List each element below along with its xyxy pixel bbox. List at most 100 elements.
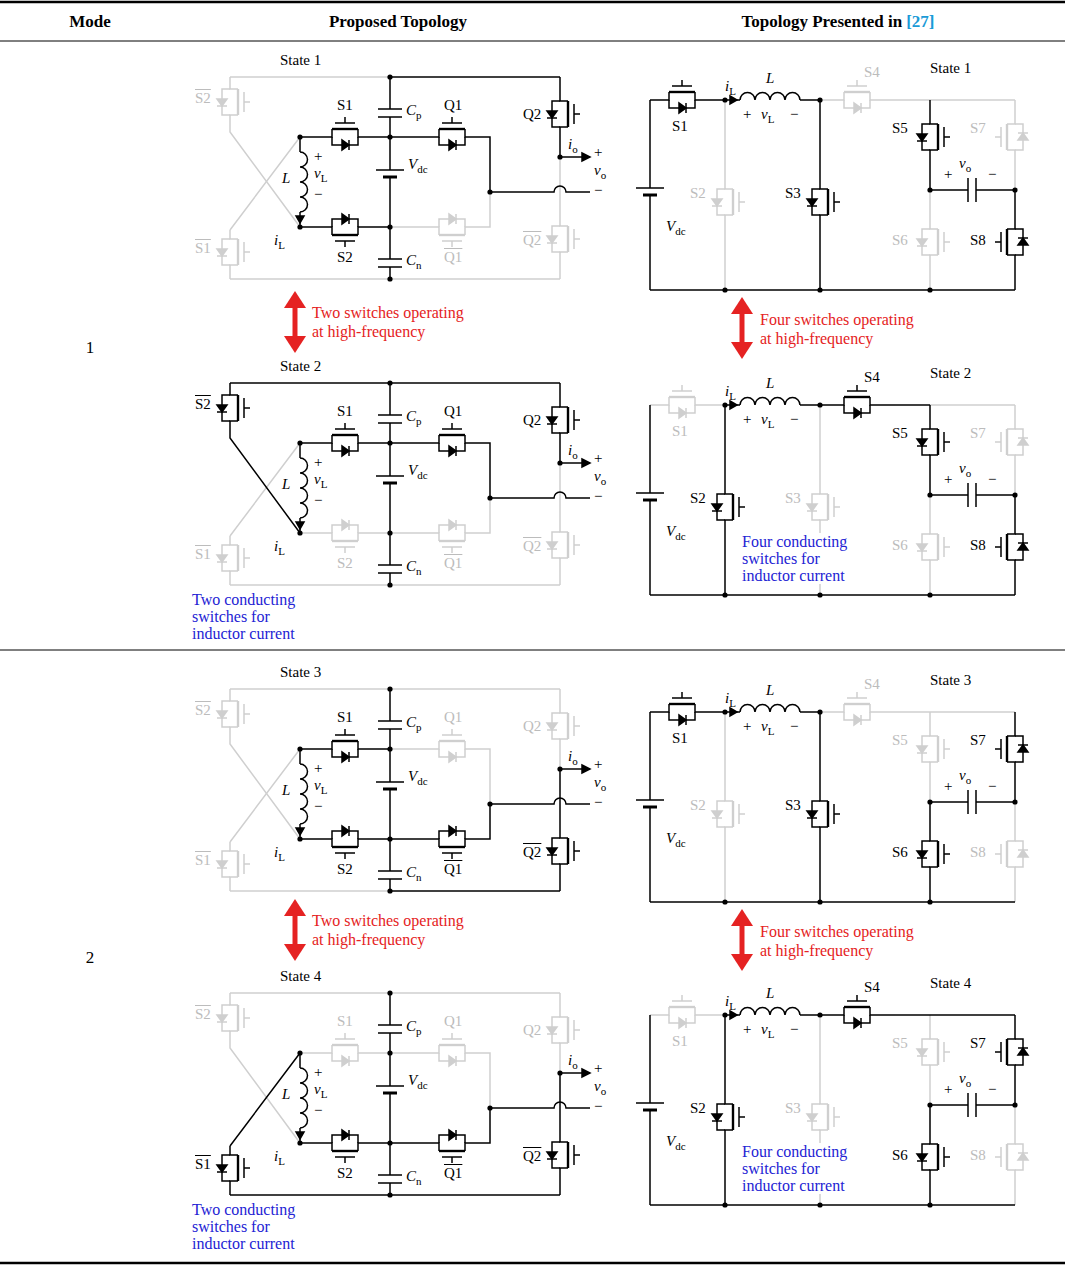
switch-label: Q2 [523, 1022, 541, 1039]
switch-label: S8 [970, 537, 986, 554]
conduction-note: Four conducting switches for inductor cu… [742, 1143, 854, 1194]
circuit-part [731, 297, 753, 314]
switch-label: S2 [337, 1165, 353, 1182]
symbol-subscript: dc [675, 225, 685, 237]
circuit-part [378, 839, 402, 891]
switch-label: Q2 [523, 538, 541, 555]
circuit-part [217, 443, 300, 585]
symbol-letter: i [274, 538, 278, 554]
symbol-label: vo [959, 460, 971, 478]
symbol-subscript: n [416, 259, 422, 271]
reference-state-circuit [636, 385, 1028, 598]
symbol-subscript: o [966, 467, 972, 479]
symbol-label: iL [274, 844, 285, 862]
circuit-part [725, 93, 820, 105]
switch-label: Q1 [444, 249, 462, 266]
circuit-part [740, 924, 745, 956]
switch-label: S1 [672, 423, 688, 440]
symbol-letter: v [959, 460, 966, 476]
polarity-sign: − [314, 1102, 322, 1119]
symbol-subscript: p [416, 415, 422, 427]
switch-label: S5 [892, 120, 908, 137]
circuit-part [230, 278, 390, 280]
proposed-state-circuit [217, 686, 590, 893]
symbol-subscript: o [966, 1077, 972, 1089]
switch-label: S2 [690, 185, 706, 202]
symbol-letter: i [725, 993, 729, 1009]
transition-note: Four switches operating at high-frequenc… [760, 922, 922, 960]
circuit-part [390, 192, 490, 247]
symbol-label: vL [761, 411, 774, 429]
circuit-part [378, 533, 402, 585]
circuit-part [547, 689, 580, 769]
symbol-subscript: p [416, 109, 422, 121]
circuit-part [230, 1194, 390, 1196]
symbol-label: vo [594, 1078, 606, 1096]
circuit-part [650, 80, 725, 113]
symbol-subscript: L [321, 784, 328, 796]
symbol-letter: C [406, 714, 416, 730]
reference-state-circuit [636, 692, 1028, 905]
circuit-part [390, 423, 490, 498]
symbol-label: Vdc [408, 156, 428, 174]
circuit-part [296, 1053, 308, 1143]
symbol-subscript: p [416, 721, 422, 733]
table-header: Topology Presented in [742, 12, 903, 32]
circuit-part [217, 689, 300, 839]
switch-label: S4 [864, 676, 880, 693]
circuit-part [820, 901, 1015, 903]
circuit-part [807, 712, 840, 902]
switch-label: S8 [970, 844, 986, 861]
inductor-label: L [282, 1086, 290, 1103]
inductor-label: L [282, 170, 290, 187]
circuit-part [995, 190, 1028, 290]
circuit-part [820, 385, 895, 418]
symbol-letter: v [594, 162, 601, 178]
circuit-part [725, 705, 820, 717]
circuit-part [820, 995, 895, 1028]
proposed-state-circuit [217, 990, 590, 1197]
polarity-sign: + [314, 148, 322, 165]
symbol-letter: V [408, 156, 417, 172]
symbol-subscript: dc [417, 1079, 427, 1091]
symbol-subscript: o [572, 1059, 578, 1071]
circuit-part [722, 97, 1017, 292]
switch-label: S2 [195, 90, 211, 107]
polarity-sign: − [314, 492, 322, 509]
symbol-letter: v [761, 411, 768, 427]
circuit-part [636, 100, 664, 290]
polarity-sign: + [743, 411, 751, 428]
circuit-part [490, 186, 590, 192]
switch-label: Q2 [523, 232, 541, 249]
symbol-subscript: o [966, 162, 972, 174]
switch-label: S2 [337, 555, 353, 572]
state-title: State 3 [930, 672, 971, 689]
symbol-label: vL [761, 106, 774, 124]
circuit-part [820, 594, 1015, 596]
switch-label: S4 [864, 64, 880, 81]
circuit-part [650, 289, 820, 291]
circuit-part [895, 711, 930, 713]
circuit-part [390, 804, 490, 859]
symbol-subscript: L [321, 478, 328, 490]
transition-note: Two switches operating at high-frequency [312, 303, 474, 341]
circuit-part [230, 890, 390, 892]
polarity-sign: − [790, 106, 798, 123]
switch-label: S1 [337, 709, 353, 726]
conduction-note: Two conducting switches for inductor cur… [192, 1201, 304, 1252]
polarity-sign: + [944, 1081, 952, 1098]
symbol-subscript: dc [675, 837, 685, 849]
circuit-part [917, 190, 950, 290]
circuit-part [722, 709, 1017, 904]
symbol-label: vL [314, 165, 327, 183]
circuit-part [296, 443, 308, 533]
symbol-label: Vdc [408, 768, 428, 786]
symbol-label: vo [959, 155, 971, 173]
polarity-sign: + [743, 718, 751, 735]
circuit-part [297, 74, 562, 281]
symbol-subscript: o [572, 755, 578, 767]
circuit-part [376, 137, 404, 227]
circuit-part [650, 594, 820, 596]
symbol-letter: V [666, 218, 675, 234]
switch-label: S1 [337, 97, 353, 114]
